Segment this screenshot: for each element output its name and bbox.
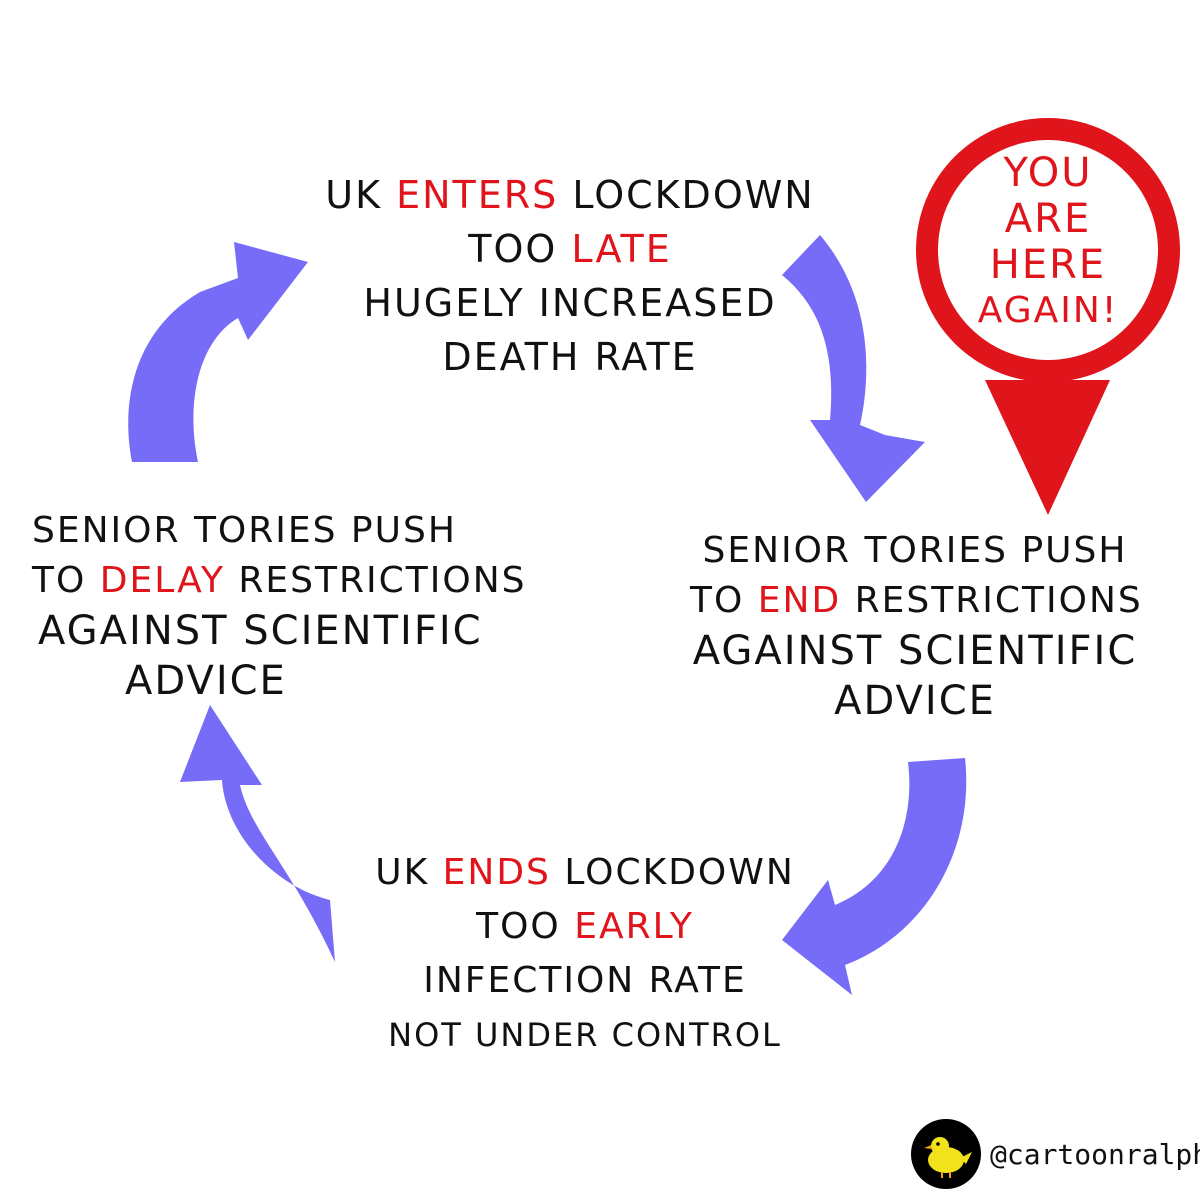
- bottom-word-lockdown: LOCKDOWN: [564, 852, 795, 893]
- right-word-end: END: [757, 580, 842, 621]
- node-enters-lockdown: UK ENTERS LOCKDOWN TOO LATE HUGELY INCRE…: [320, 168, 820, 384]
- top-word-too: TOO: [468, 227, 558, 271]
- node-end-restrictions: SENIOR TORIES PUSH TO END RESTRICTIONS A…: [690, 526, 1143, 726]
- right-line-3: AGAINST SCIENTIFIC: [692, 628, 1138, 674]
- left-line-3: AGAINST SCIENTIFIC: [38, 608, 483, 654]
- right-line-1: SENIOR TORIES PUSH: [702, 530, 1128, 571]
- left-line-4: ADVICE: [125, 658, 287, 704]
- author-handle[interactable]: @cartoonralph: [990, 1137, 1200, 1171]
- bottom-line-4: NOT UNDER CONTROL: [388, 1016, 782, 1054]
- pin-line-1: YOU: [1003, 150, 1093, 196]
- bottom-word-early: EARLY: [574, 906, 694, 947]
- arrow-right-to-bottom: [782, 758, 967, 995]
- arrow-left-to-top: [128, 242, 308, 462]
- arrow-top-to-right: [782, 235, 925, 502]
- bottom-word-uk: UK: [375, 852, 430, 893]
- left-word-to: TO: [32, 560, 87, 601]
- arrow-bottom-to-left: [180, 705, 335, 962]
- bottom-word-ends: ENDS: [442, 852, 551, 893]
- author-credit: @cartoonralph: [910, 1118, 1200, 1190]
- left-line-1: SENIOR TORIES PUSH: [32, 510, 457, 551]
- right-line-2: TO END RESTRICTIONS: [690, 576, 1143, 626]
- bird-icon: [911, 1119, 981, 1189]
- top-word-late: LATE: [571, 227, 672, 271]
- top-word-lockdown: LOCKDOWN: [572, 173, 815, 217]
- pin-line-2: ARE: [1004, 196, 1092, 242]
- left-line-2: TO DELAY RESTRICTIONS: [20, 556, 524, 606]
- bottom-line-2: TOO EARLY: [360, 900, 810, 954]
- node-ends-lockdown: UK ENDS LOCKDOWN TOO EARLY INFECTION RAT…: [360, 846, 810, 1062]
- top-line-1: UK ENTERS LOCKDOWN: [320, 168, 820, 222]
- left-word-restrictions: RESTRICTIONS: [238, 560, 527, 601]
- top-line-3: HUGELY INCREASED: [363, 281, 777, 325]
- top-word-enters: ENTERS: [396, 173, 559, 217]
- top-line-4: DEATH RATE: [442, 335, 698, 379]
- bottom-line-1: UK ENDS LOCKDOWN: [360, 846, 810, 900]
- node-delay-restrictions: SENIOR TORIES PUSH TO DELAY RESTRICTIONS…: [20, 506, 524, 706]
- right-word-restrictions: RESTRICTIONS: [854, 580, 1143, 621]
- bottom-line-3: INFECTION RATE: [423, 960, 747, 1001]
- bottom-word-too: TOO: [476, 906, 561, 947]
- top-line-2: TOO LATE: [320, 222, 820, 276]
- pin-line-4: AGAIN!: [977, 290, 1119, 331]
- left-word-delay: DELAY: [99, 560, 225, 601]
- pin-line-3: HERE: [989, 242, 1107, 288]
- pin-label: YOU ARE HERE AGAIN!: [948, 150, 1148, 334]
- right-word-to: TO: [690, 580, 745, 621]
- right-line-4: ADVICE: [834, 678, 996, 724]
- top-word-uk: UK: [325, 173, 382, 217]
- location-pin-icon: [916, 118, 1180, 515]
